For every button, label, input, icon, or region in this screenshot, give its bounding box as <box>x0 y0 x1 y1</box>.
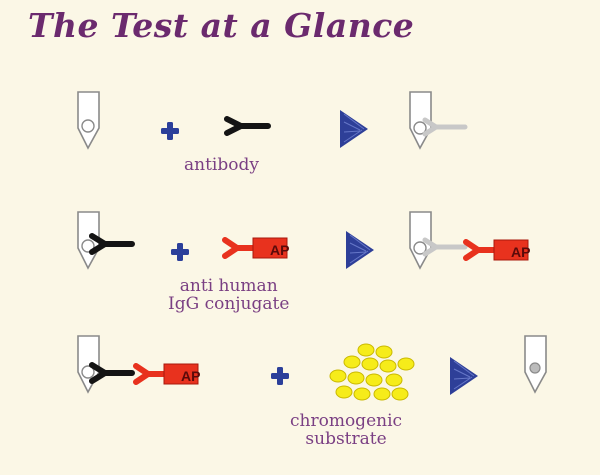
step2-label-line1: anti human <box>168 277 289 295</box>
step1-label-line1: antibody <box>184 156 259 174</box>
step3-device <box>78 336 198 392</box>
step3-plus-icon <box>271 367 289 385</box>
step3-label-line2: substrate <box>290 430 402 448</box>
step1-plus-icon <box>161 122 179 140</box>
substrate-dots <box>330 344 414 400</box>
step2-arrow-icon <box>346 231 374 269</box>
step2-result-ap-tag: AP <box>511 244 530 260</box>
step2-label: anti human IgG conjugate <box>168 277 289 313</box>
step1-label: antibody <box>184 156 259 174</box>
step3-arrow-icon <box>450 357 478 395</box>
step1-arrow-icon <box>340 110 368 148</box>
step1-device <box>78 92 99 148</box>
step3-ap-tag: AP <box>181 368 200 384</box>
step1-result-device <box>410 92 465 148</box>
step2-label-line2: IgG conjugate <box>168 295 289 313</box>
step2-ap-tag: AP <box>270 242 289 258</box>
step3-label-line1: chromogenic <box>290 412 402 430</box>
step3-label: chromogenic substrate <box>290 412 402 448</box>
step3-result-device <box>525 336 546 392</box>
step2-plus-icon <box>171 243 189 261</box>
step1-antibody <box>227 119 268 133</box>
step2-device <box>78 212 132 268</box>
